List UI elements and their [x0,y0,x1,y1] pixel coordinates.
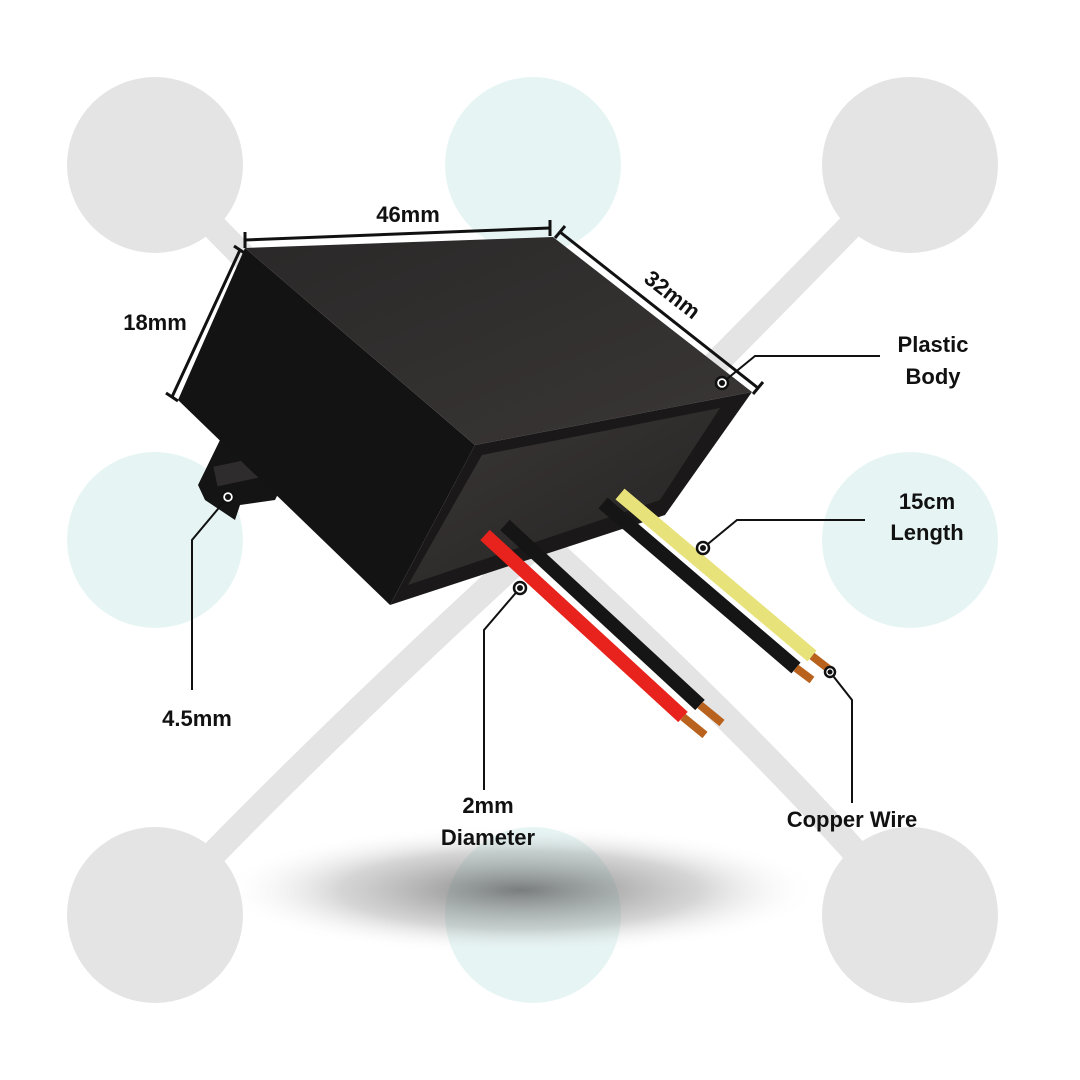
diameter-label-2: Diameter [441,825,536,850]
gray-blob [67,77,243,253]
width-label: 46mm [376,202,440,227]
mount-hole-label: 4.5mm [162,706,232,731]
plastic-body-label-1: Plastic [898,332,969,357]
background-network [67,77,998,1003]
drop-shadow [220,825,820,955]
length-label-1: 15cm [899,489,955,514]
plastic-body-label-2: Body [906,364,962,389]
black-wire [500,519,705,711]
gray-blob [822,827,998,1003]
side-face [178,248,475,605]
wires [480,488,833,739]
teal-blob [822,452,998,628]
length-label-2: Length [890,520,963,545]
callout-leaders [191,355,880,803]
copper-wire-label: Copper Wire [787,807,918,832]
gray-blob [67,827,243,1003]
teal-blob [67,452,243,628]
height-label: 18mm [123,310,187,335]
black-wire [598,497,801,674]
teal-blob [445,77,621,253]
yellow-wire [615,488,817,662]
dimension-lines [165,220,765,403]
red-wire [480,529,688,723]
top-face [245,237,752,445]
gray-blob [822,77,998,253]
diameter-label-1: 2mm [462,793,513,818]
